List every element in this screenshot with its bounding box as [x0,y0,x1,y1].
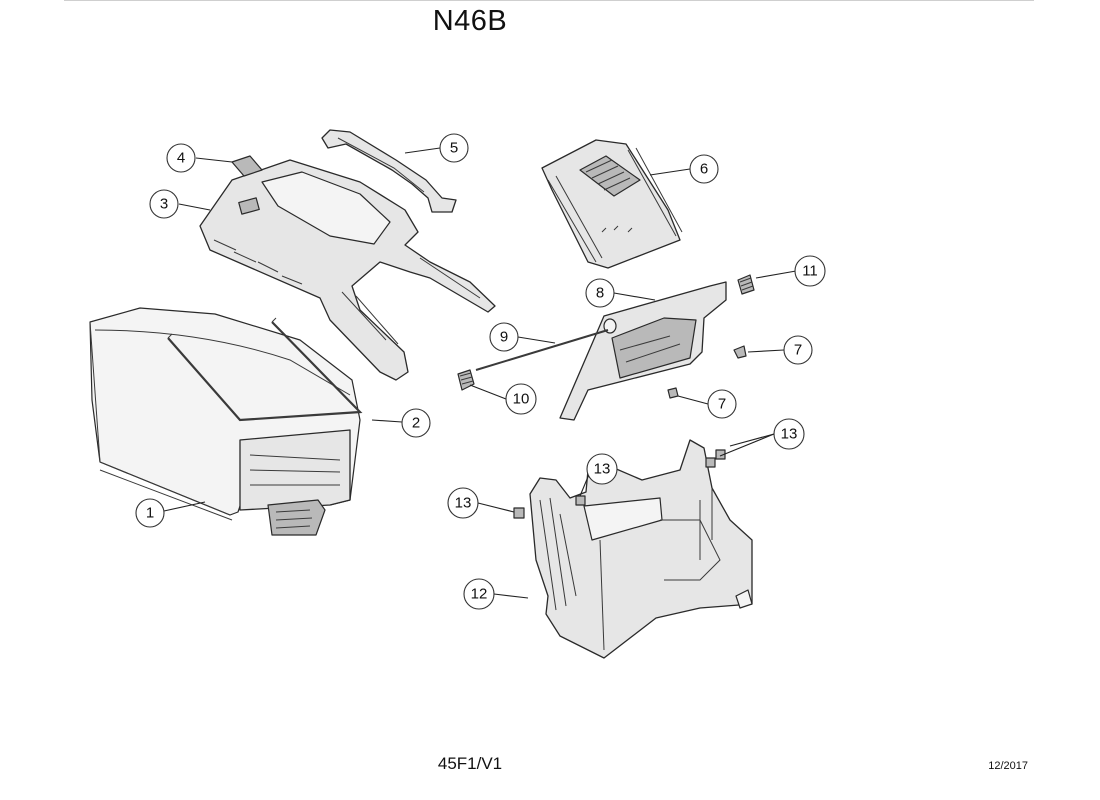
callout-2: 2 [401,408,431,438]
part-1-grass-bag [89,307,361,536]
svg-text:2: 2 [412,415,420,432]
callout-5: 5 [439,133,469,163]
part-2-bag-frame [167,317,363,422]
svg-text:13: 13 [455,495,472,512]
svg-text:11: 11 [802,263,818,280]
callout-7a: 7 [783,335,813,365]
footer-drawing-code: 45F1/V1 [437,754,503,773]
callout-11: 11 [794,255,826,287]
part-11-spring [737,274,755,295]
model-title: N46B [432,5,508,37]
part-10-spring [457,369,475,391]
svg-text:13: 13 [594,461,611,478]
part-13-nut [513,449,726,519]
callout-13c: 13 [773,418,805,450]
svg-text:3: 3 [160,196,168,213]
callout-4: 4 [166,143,196,173]
part-9-pivot-rod [475,329,609,371]
svg-text:1: 1 [146,505,154,522]
callout-10: 10 [505,383,537,415]
part-6-top-cover [541,139,683,269]
callout-13b: 13 [586,453,618,485]
footer-date: 12/2017 [988,760,1028,772]
part-4-clip [231,155,263,177]
callout-3: 3 [149,189,179,219]
callout-8: 8 [585,278,615,308]
callout-13a: 13 [447,487,479,519]
svg-text:7: 7 [794,342,802,359]
callout-1: 1 [135,498,165,528]
leader-lines [163,147,797,599]
svg-text:5: 5 [450,140,458,157]
svg-text:4: 4 [177,150,185,167]
callout-7b: 7 [707,389,737,419]
svg-text:9: 9 [500,329,508,346]
svg-text:8: 8 [596,285,604,302]
svg-text:13: 13 [781,426,798,443]
callout-12: 12 [463,578,495,610]
part-12-rear-housing [529,439,753,659]
svg-text:12: 12 [471,586,488,603]
part-5-handle [321,129,457,213]
top-rule [64,0,1034,1]
callout-6: 6 [689,154,719,184]
part-3-rear-cover [199,159,496,381]
svg-text:7: 7 [718,396,726,413]
part-8-deflector-flap [559,281,727,421]
svg-text:10: 10 [513,391,530,408]
callout-9: 9 [489,322,519,352]
svg-text:6: 6 [700,161,708,178]
